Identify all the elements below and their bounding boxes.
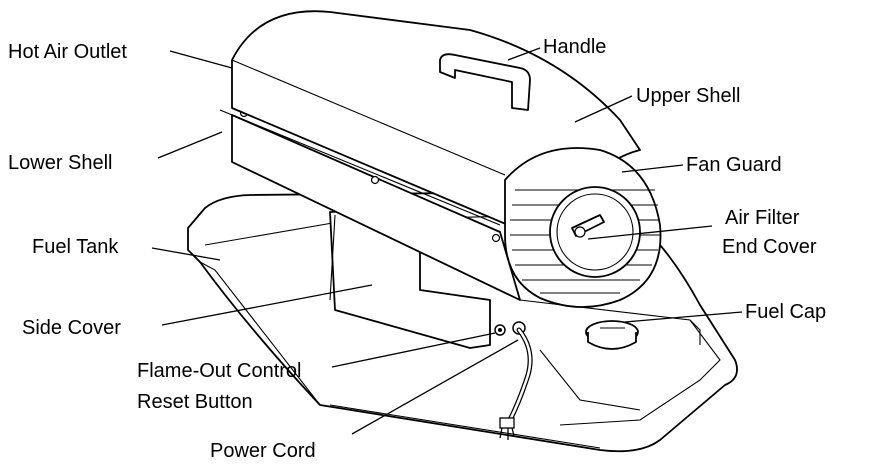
lower-shell [219, 108, 521, 301]
label-handle: Handle [543, 36, 606, 58]
air-filter-end-cover [549, 186, 641, 278]
fuel-cap [585, 320, 639, 350]
power-cord [499, 321, 533, 440]
label-fan-guard: Fan Guard [686, 154, 782, 176]
label-side-cover: Side Cover [22, 317, 121, 339]
handle [439, 53, 531, 111]
label-power-cord: Power Cord [210, 440, 316, 462]
label-hot-air-outlet: Hot Air Outlet [8, 41, 127, 63]
flame-out-reset-button [494, 324, 506, 336]
label-fuel-cap: Fuel Cap [745, 301, 826, 323]
label-fuel-tank: Fuel Tank [32, 236, 119, 258]
label-flame-out-line2: Reset Button [137, 391, 253, 413]
label-upper-shell: Upper Shell [636, 85, 741, 107]
label-flame-out-line1: Flame-Out Control [137, 360, 302, 382]
label-air-filter-line1: Air Filter [725, 207, 800, 229]
label-lower-shell: Lower Shell [8, 152, 113, 174]
labels: Hot Air Outlet Handle Upper Shell Lower … [8, 36, 826, 462]
leader-lines [151, 47, 743, 435]
label-air-filter-line2: End Cover [722, 236, 817, 258]
